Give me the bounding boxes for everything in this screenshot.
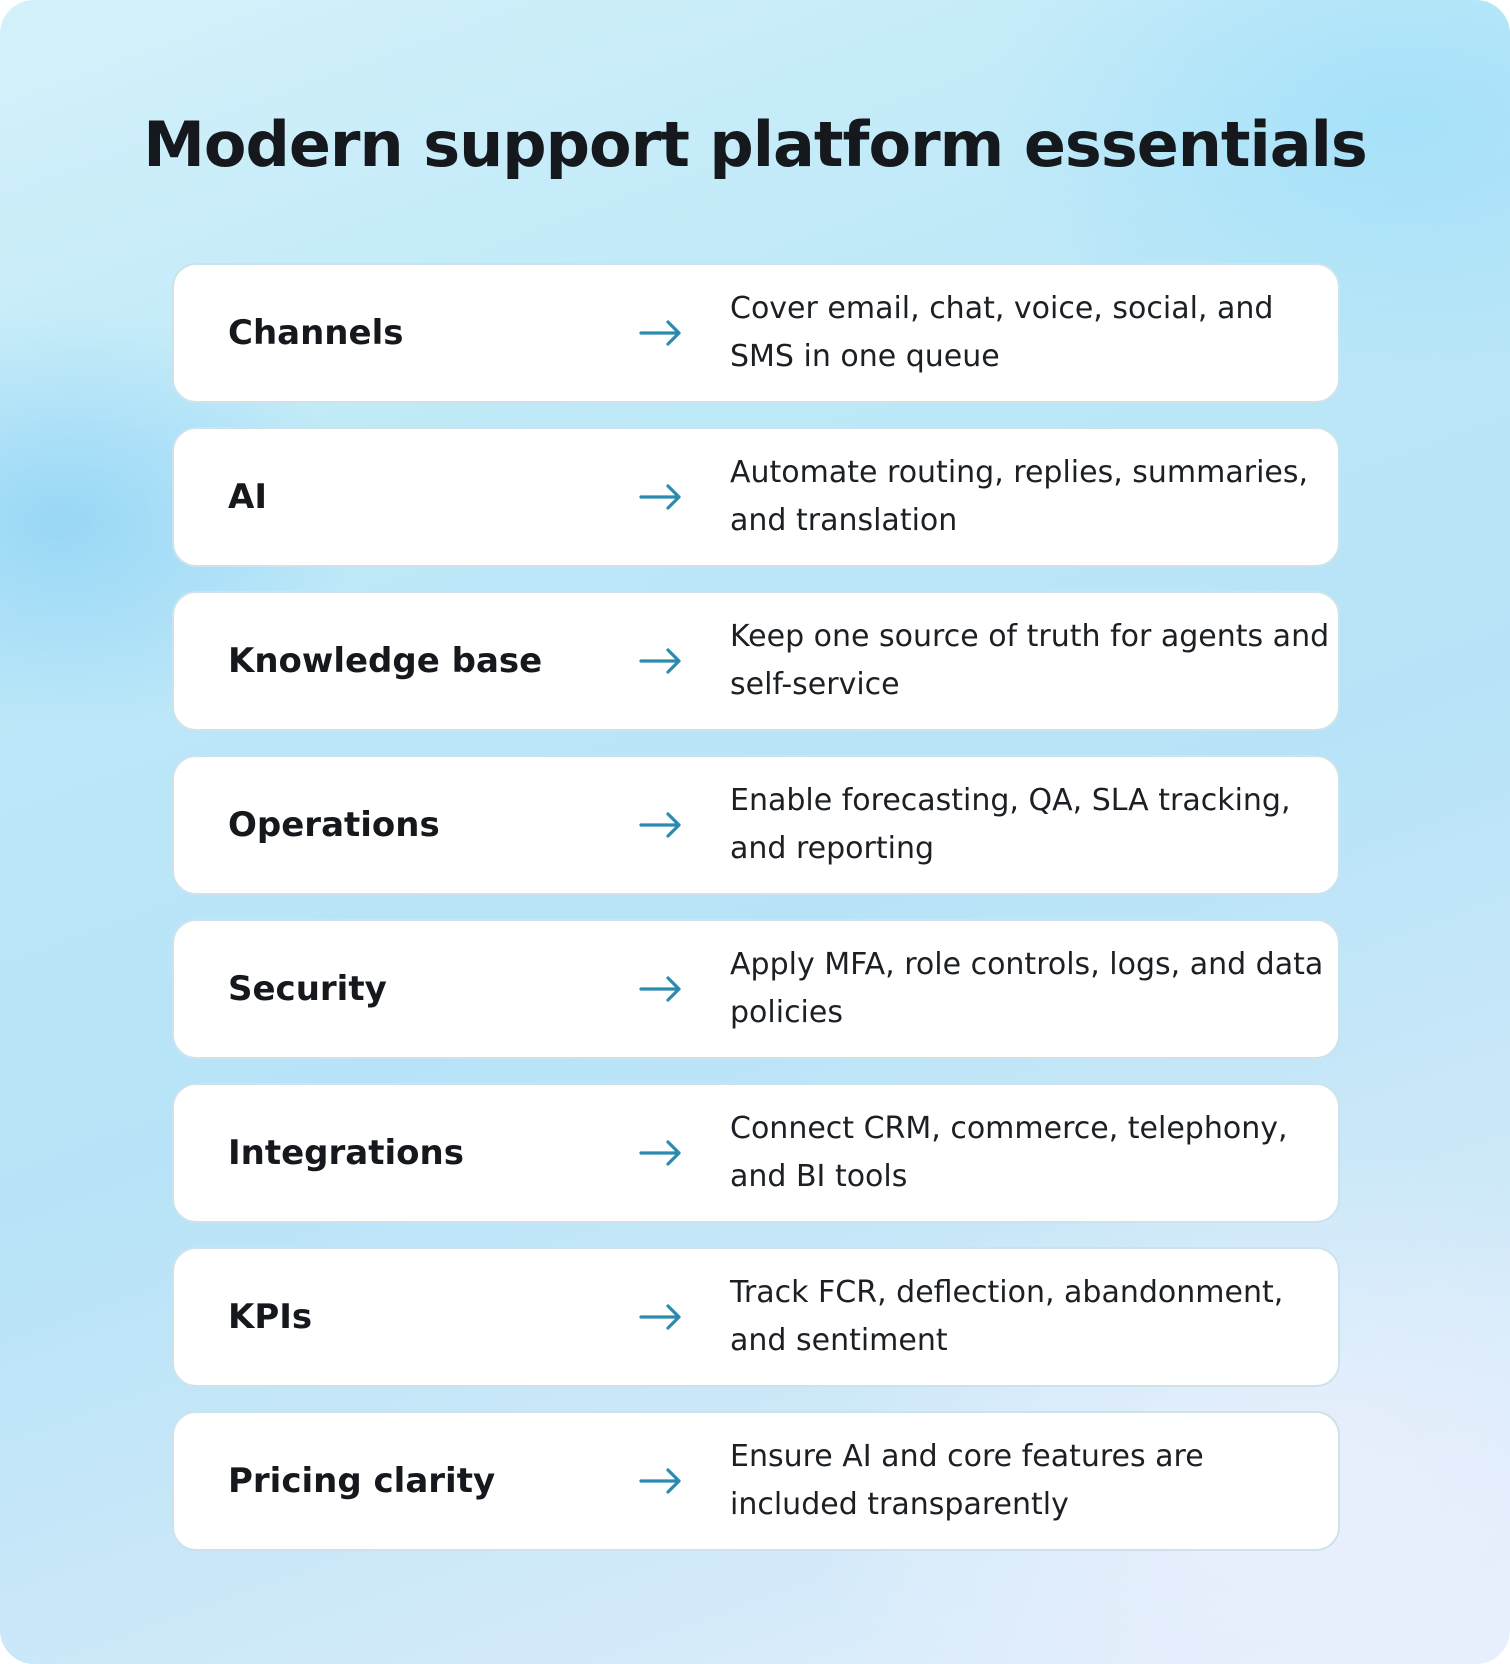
list-item-kpis: KPIs Track FCR, deflection, abandonment,… <box>172 1247 1340 1387</box>
item-description: Cover email, chat, voice, social, and SM… <box>730 291 1274 374</box>
item-label: Operations <box>228 805 440 845</box>
item-description: Track FCR, deflection, abandonment, and … <box>730 1275 1284 1358</box>
page-title: Modern support platform essentials <box>143 108 1368 181</box>
item-label: Channels <box>228 313 404 353</box>
item-description: Apply MFA, role controls, logs, and data… <box>730 947 1324 1030</box>
list-item-operations: Operations Enable forecasting, QA, SLA t… <box>172 755 1340 895</box>
list-item-integrations: Integrations Connect CRM, commerce, tele… <box>172 1083 1340 1223</box>
list-item-pricing-clarity: Pricing clarity Ensure AI and core featu… <box>172 1411 1340 1551</box>
right-arrow-icon <box>638 644 684 678</box>
right-arrow-icon <box>638 316 684 350</box>
item-description: Connect CRM, commerce, telephony, and BI… <box>730 1111 1288 1194</box>
item-label: Pricing clarity <box>228 1461 496 1501</box>
list-item-knowledge-base: Knowledge base Keep one source of truth … <box>172 591 1340 731</box>
right-arrow-icon <box>638 808 684 842</box>
right-arrow-icon <box>638 1136 684 1170</box>
list-item-ai: AI Automate routing, replies, summaries,… <box>172 427 1340 567</box>
list-item-security: Security Apply MFA, role controls, logs,… <box>172 919 1340 1059</box>
item-label: Knowledge base <box>228 641 543 681</box>
right-arrow-icon <box>638 1464 684 1498</box>
item-label: KPIs <box>228 1297 313 1337</box>
right-arrow-icon <box>638 480 684 514</box>
item-description: Keep one source of truth for agents and … <box>730 619 1330 702</box>
item-label: Integrations <box>228 1133 464 1173</box>
item-description: Ensure AI and core features are included… <box>730 1439 1204 1522</box>
item-label: Security <box>228 969 387 1009</box>
list-item-channels: Channels Cover email, chat, voice, socia… <box>172 263 1340 403</box>
item-label: AI <box>228 477 267 517</box>
item-description: Automate routing, replies, summaries, an… <box>730 455 1309 538</box>
essentials-list: Channels Cover email, chat, voice, socia… <box>172 263 1340 1575</box>
right-arrow-icon <box>638 972 684 1006</box>
item-description: Enable forecasting, QA, SLA tracking, an… <box>730 783 1291 866</box>
right-arrow-icon <box>638 1300 684 1334</box>
